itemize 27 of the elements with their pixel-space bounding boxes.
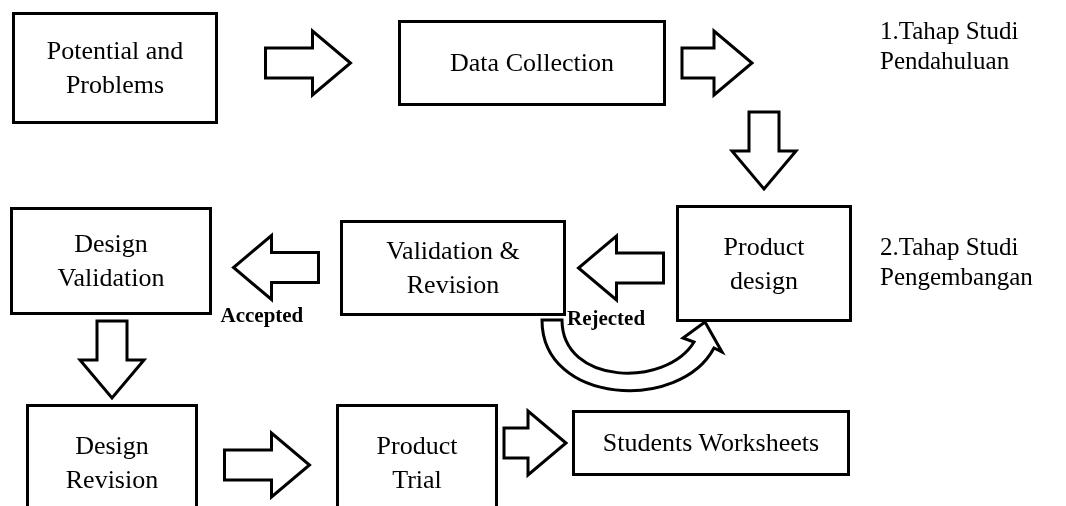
block-arrow [502, 407, 569, 479]
stage-note: 2.Tahap Studi Pengembangan [880, 232, 1034, 292]
box-label: Validation & Revision [385, 235, 521, 301]
process-box [572, 410, 850, 476]
process-box [12, 12, 218, 124]
block-arrow [264, 27, 353, 99]
box-label: Potential and Problems [45, 35, 185, 101]
box-label: Students Worksheets [602, 427, 820, 460]
block-arrow [223, 429, 312, 501]
box-label: Product Trial [375, 430, 459, 496]
block-arrow [576, 232, 665, 304]
block-arrow [728, 110, 800, 192]
process-box [340, 220, 566, 316]
box-label: Design Revision [64, 430, 160, 496]
process-box [676, 205, 852, 322]
block-arrow [76, 319, 148, 401]
box-label: Design Validation [56, 228, 166, 294]
block-arrow [680, 27, 755, 99]
block-arrow [540, 318, 724, 392]
process-box [10, 207, 212, 315]
stage-note: 1.Tahap Studi Pendahuluan [880, 16, 1020, 76]
process-box [336, 404, 498, 506]
block-arrow [231, 232, 320, 303]
box-label: Product design [722, 230, 806, 297]
process-box [26, 404, 198, 506]
box-label: Data Collection [450, 47, 614, 80]
process-box [398, 20, 666, 106]
